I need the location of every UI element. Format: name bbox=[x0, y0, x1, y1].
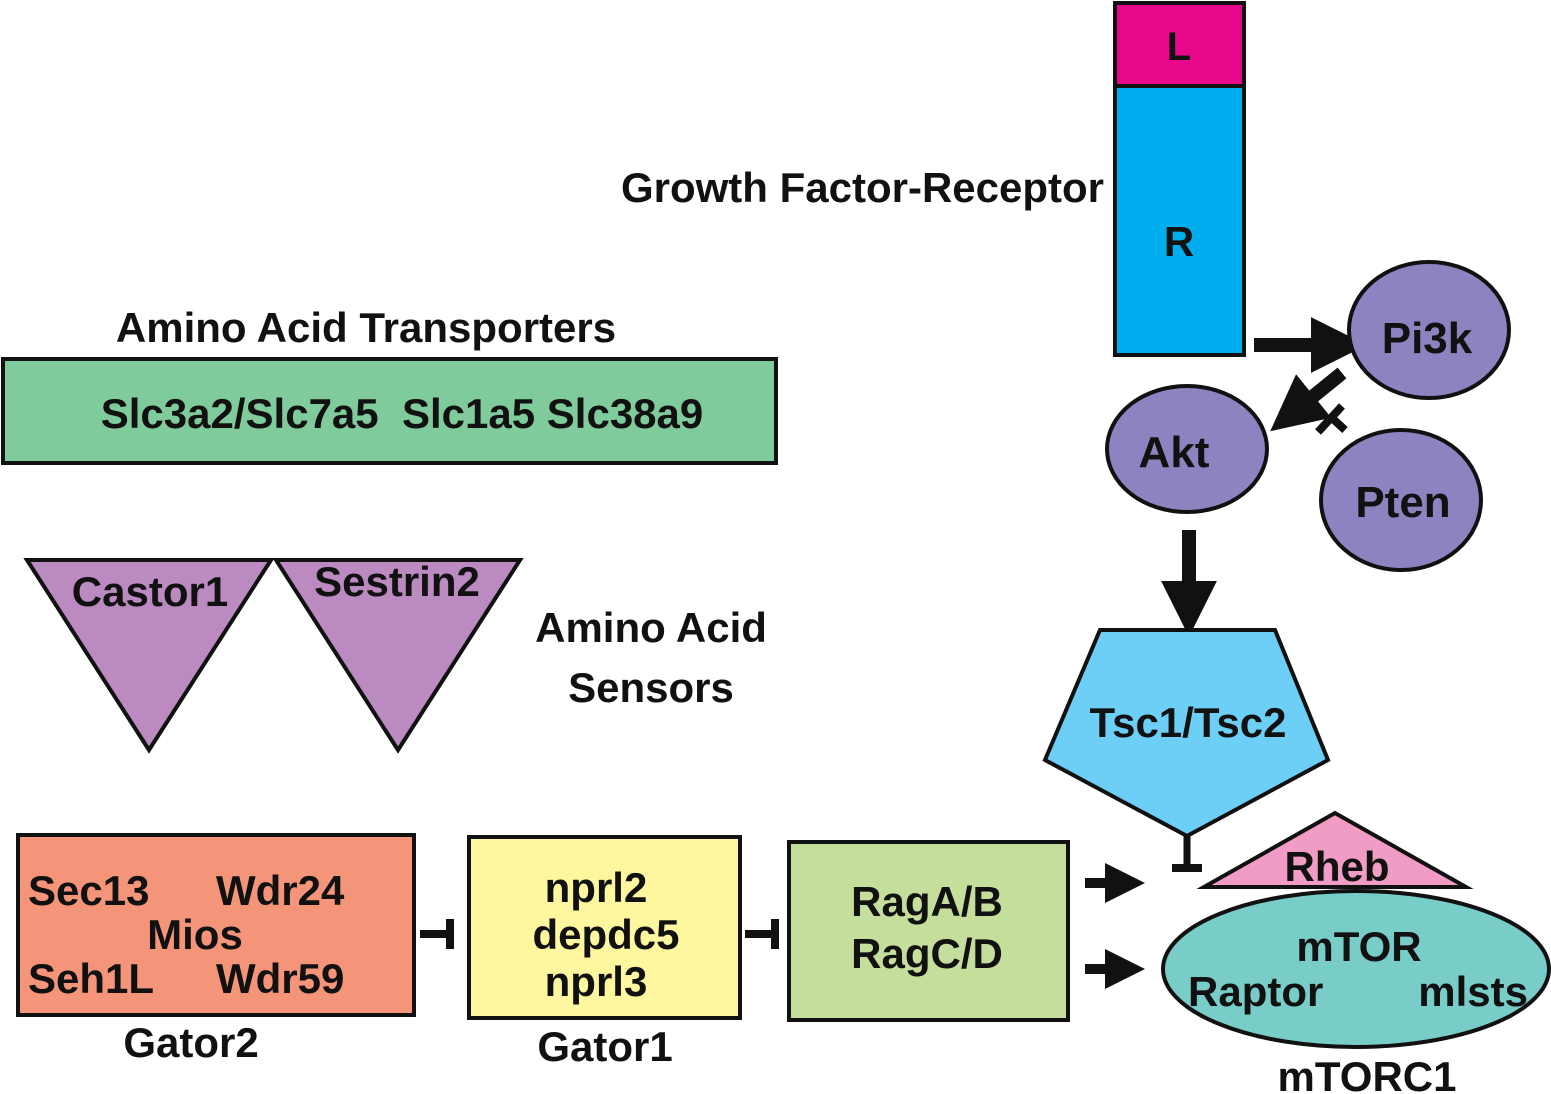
rheb-label: Rheb bbox=[1285, 843, 1390, 890]
pi3k-node bbox=[1347, 260, 1511, 400]
rag-line2: RagC/D bbox=[851, 930, 1003, 977]
akt-node bbox=[1105, 384, 1269, 514]
tsc-node bbox=[1042, 628, 1331, 839]
growth-factor-receptor-title: Growth Factor-Receptor bbox=[621, 164, 1104, 211]
gator1-name: Gator1 bbox=[537, 1023, 672, 1070]
sensors-title-line2: Sensors bbox=[568, 664, 734, 711]
gator2-mios: Mios bbox=[147, 911, 243, 958]
pten-node bbox=[1319, 428, 1483, 572]
rag-box bbox=[787, 840, 1070, 1022]
pten-label: Pten bbox=[1355, 478, 1450, 527]
transporters-box bbox=[1, 357, 778, 465]
gator2-seh1l: Seh1L bbox=[28, 955, 154, 1002]
gator2-box bbox=[16, 833, 416, 1017]
receptor-box bbox=[1113, 84, 1246, 357]
gator1-depdc5: depdc5 bbox=[532, 911, 679, 958]
akt-label: Akt bbox=[1139, 428, 1210, 477]
gator2-sec13: Sec13 bbox=[28, 867, 149, 914]
gator1-box bbox=[467, 835, 742, 1020]
tsc-label: Tsc1/Tsc2 bbox=[1090, 699, 1287, 746]
gator1-nprl3: nprl3 bbox=[545, 958, 648, 1005]
pi3k-label: Pi3k bbox=[1382, 314, 1473, 363]
mtorc1-mlsts: mlsts bbox=[1418, 968, 1528, 1015]
sensors-title-line1: Amino Acid bbox=[535, 604, 767, 651]
sestrin2-label: Sestrin2 bbox=[314, 558, 480, 605]
receptor-label: R bbox=[1164, 218, 1194, 265]
inhibit-pten-to-akt-bar bbox=[1315, 403, 1345, 435]
gator2-name: Gator2 bbox=[123, 1019, 258, 1066]
mtorc1-complex bbox=[1161, 889, 1551, 1049]
gator2-wdr59: Wdr59 bbox=[216, 955, 344, 1002]
sestrin2-sensor bbox=[272, 558, 524, 754]
transporters-title: Amino Acid Transporters bbox=[116, 304, 616, 351]
castor1-sensor bbox=[23, 558, 275, 754]
mtorc1-name: mTORC1 bbox=[1278, 1053, 1457, 1094]
mtorc1-raptor: Raptor bbox=[1188, 968, 1323, 1015]
gator2-wdr24: Wdr24 bbox=[216, 867, 345, 914]
transporters-members: Slc3a2/Slc7a5 Slc1a5 Slc38a9 bbox=[101, 390, 704, 437]
rheb-node bbox=[1196, 810, 1474, 889]
rag-line1: RagA/B bbox=[851, 878, 1003, 925]
arrow-pi3k-to-akt bbox=[1270, 367, 1347, 432]
ligand-label: L bbox=[1167, 25, 1191, 69]
gator1-nprl2: nprl2 bbox=[545, 864, 648, 911]
castor1-label: Castor1 bbox=[72, 568, 228, 615]
mtorc1-mtor: mTOR bbox=[1296, 923, 1421, 970]
